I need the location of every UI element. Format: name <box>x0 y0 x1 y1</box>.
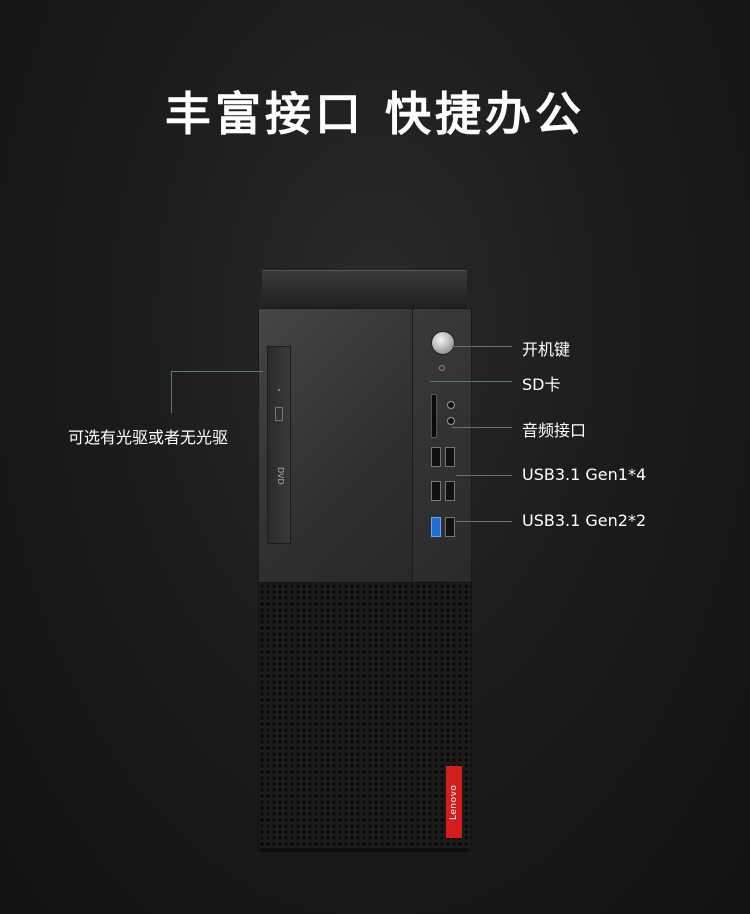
drive-indicator-dot <box>278 389 280 391</box>
front-io-panel <box>412 309 471 581</box>
tower-top-cap <box>262 270 467 309</box>
callout-optical-drive: 可选有光驱或者无光驱 <box>68 428 229 447</box>
callout-line-usb-gen1 <box>456 475 512 476</box>
drive-eject-button <box>275 407 283 421</box>
sd-card-slot <box>431 394 437 438</box>
callout-sd: SD卡 <box>522 375 561 394</box>
usb-gen1-port <box>431 481 441 501</box>
status-led-icon <box>439 365 445 371</box>
callout-line-audio <box>452 427 512 428</box>
audio-jack-icon <box>447 417 455 425</box>
callout-line-usb-gen2 <box>456 521 512 522</box>
callout-line-drive <box>171 371 172 413</box>
usb-gen2-port <box>431 517 441 537</box>
tower-feet <box>260 848 468 852</box>
audio-jack-icon <box>447 401 455 409</box>
callout-line-sd <box>430 381 512 382</box>
power-button-icon <box>431 331 455 355</box>
usb-gen1-port <box>431 447 441 467</box>
headline: 丰富接口 快捷办公 <box>164 87 585 141</box>
front-mesh-grille <box>258 582 472 850</box>
callout-line-power <box>452 346 512 347</box>
usb-gen2-port <box>445 517 455 537</box>
brand-logo: Lenovo <box>446 766 462 838</box>
desktop-tower: DVD Lenovo <box>254 268 472 852</box>
callout-line-drive-h <box>171 371 263 372</box>
callout-usb-gen1: USB3.1 Gen1*4 <box>522 465 647 484</box>
usb-gen1-port <box>445 481 455 501</box>
usb-gen1-port <box>445 447 455 467</box>
callout-power: 开机键 <box>522 340 571 359</box>
optical-drive-bay: DVD <box>267 346 291 544</box>
callout-usb-gen2: USB3.1 Gen2*2 <box>522 511 647 530</box>
drive-logo: DVD <box>276 467 285 485</box>
tower-front-panel: DVD <box>258 308 472 584</box>
callout-audio: 音频接口 <box>522 421 587 440</box>
